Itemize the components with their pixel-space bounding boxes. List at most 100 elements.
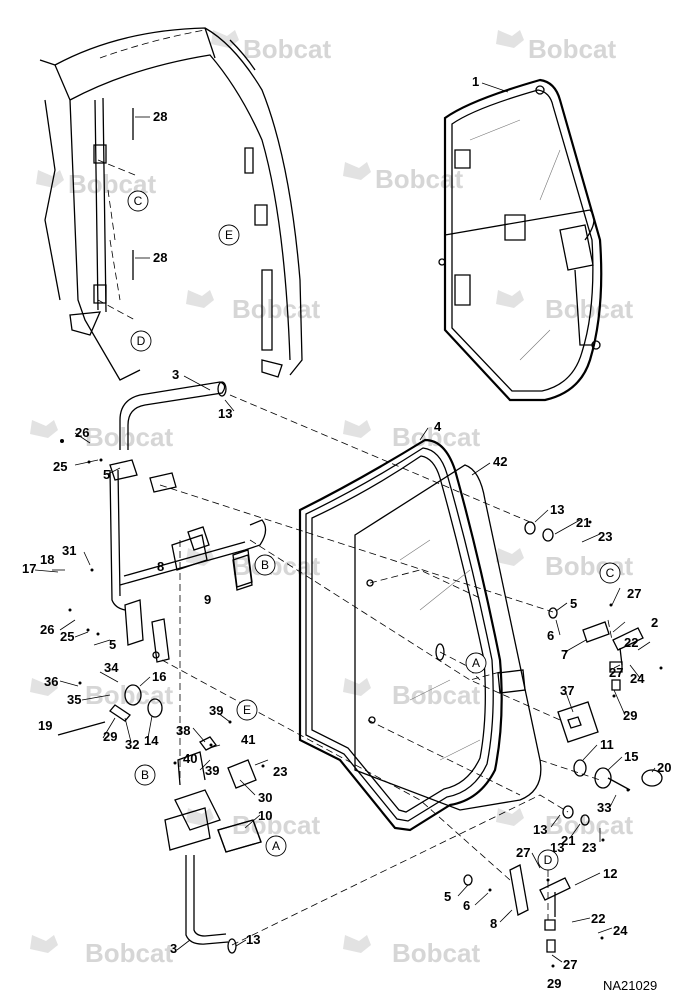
watermark: Bobcat [243,34,331,64]
watermark-logo-icon: Bobcat [211,30,331,64]
svg-text:A: A [272,839,280,853]
callout-number: 25 [60,629,74,644]
watermark: Bobcat [392,938,480,968]
callout-number: 42 [493,454,507,469]
svg-text:B: B [261,558,269,572]
callout-number: 13 [218,406,232,421]
watermark-logo-icon: Bobcat [186,290,320,324]
watermark-logo-icon: Bobcat [30,420,173,452]
callout-number: 13 [246,932,260,947]
watermark: Bobcat [85,938,173,968]
watermark: Bobcat [232,810,320,840]
callout-number: 16 [152,669,166,684]
callout-number: 13 [550,502,564,517]
section-ref: D [130,330,152,352]
section-ref: C [599,562,621,584]
callout-number: 5 [444,889,451,904]
watermark-logo-icon: Bobcat [496,290,633,324]
callout-number: 5 [570,596,577,611]
callout-number: 22 [591,911,605,926]
callout-number: 19 [38,718,52,733]
section-ref: D [537,849,559,871]
callout-number: 5 [109,637,116,652]
callout-number: 23 [598,529,612,544]
callout-number: 36 [44,674,58,689]
door-panel [298,438,542,832]
section-ref: A [265,835,287,857]
callout-number: 9 [204,592,211,607]
section-ref: B [134,764,156,786]
callout-number: 26 [75,425,89,440]
svg-text:C: C [134,194,143,208]
callout-number: 8 [490,916,497,931]
callout-number: 26 [40,622,54,637]
callout-number: 21 [561,833,575,848]
watermark: Bobcat [392,680,480,710]
callout-number: 37 [560,683,574,698]
callout-number: 24 [613,923,628,938]
watermark: Bobcat [85,680,173,710]
callout-number: 1 [472,74,479,89]
callout-number: 21 [576,515,590,530]
callout-number: 12 [603,866,617,881]
callout-number: 3 [172,367,179,382]
callout-number: 5 [103,467,110,482]
callout-number: 34 [104,660,119,675]
callout-number: 25 [53,459,67,474]
callout-number: 39 [209,703,223,718]
section-ref: A [465,652,487,674]
callout-number: 27 [609,665,623,680]
callout-number: 23 [582,840,596,855]
callout-number: 29 [547,976,561,991]
callout-number: 40 [183,751,197,766]
watermark-logo-icon: Bobcat [30,678,173,710]
right-hardware [463,521,663,953]
svg-text:B: B [141,768,149,782]
callout-number: 29 [623,708,637,723]
callout-number: 27 [516,845,530,860]
watermark-logo-icon: Bobcat [30,935,173,968]
watermark-logo-icon: Bobcat [343,162,463,194]
callout-number: 13 [533,822,547,837]
callout-number: 18 [40,552,54,567]
callout-number: 8 [157,559,164,574]
svg-text:D: D [544,853,553,867]
callout-number: 28 [153,250,167,265]
fastener-ticks [60,439,663,968]
callout-number: 41 [241,732,255,747]
callout-number: 38 [176,723,190,738]
callout-number: 10 [258,808,272,823]
callout-number: 4 [434,419,442,434]
section-ref: C [127,190,149,212]
callout-number: 22 [624,635,638,650]
handle-rail-upper [109,381,267,663]
section-ref: E [218,224,240,246]
watermark: Bobcat [375,164,463,194]
door-assembly [438,78,603,402]
callout-number: 35 [67,692,81,707]
callout-number: 39 [205,763,219,778]
callout-number: 6 [547,628,554,643]
callout-number: 27 [627,586,641,601]
callout-number: 24 [630,671,645,686]
callout-number: 3 [170,941,177,956]
callout-number: 2 [651,615,658,630]
watermark-logo-icon: Bobcat [343,935,480,968]
svg-text:A: A [472,656,480,670]
small-plates [217,554,262,853]
watermark: Bobcat [528,34,616,64]
leader-lines [34,82,656,963]
watermark: Bobcat [85,422,173,452]
watermark: Bobcat [392,422,480,452]
callout-number: 20 [657,760,671,775]
callout-number: 28 [153,109,167,124]
callout-number: 14 [144,733,159,748]
section-ref: B [254,554,276,576]
svg-text:C: C [606,566,615,580]
watermark: Bobcat [232,294,320,324]
callout-labels: 1 2 3 3 4 5 5 5 5 6 6 7 8 8 9 10 11 12 1… [22,74,671,991]
callout-number: 23 [273,764,287,779]
svg-text:D: D [137,334,146,348]
callout-number: 27 [563,957,577,972]
